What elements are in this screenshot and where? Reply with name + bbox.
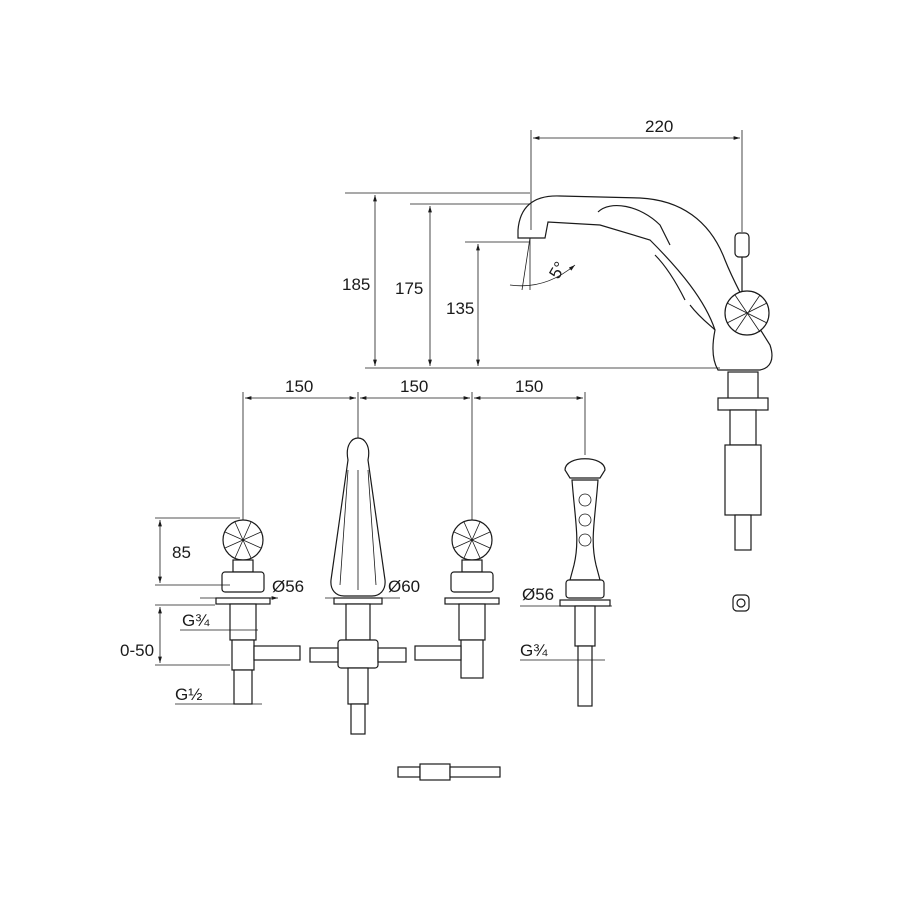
spout-side-view bbox=[517, 195, 773, 551]
deck-thickness-label: 0-50 bbox=[120, 641, 154, 660]
spacing-1-label: 150 bbox=[285, 377, 313, 396]
lower-dimension-lines bbox=[155, 517, 612, 705]
hose-nut-icon bbox=[732, 594, 750, 612]
left-valve bbox=[215, 519, 301, 705]
shower-diameter-label: Ø56 bbox=[522, 585, 554, 604]
height-outlet-label: 135 bbox=[446, 299, 474, 318]
height-spout-label: 175 bbox=[395, 279, 423, 298]
valve-thread-label: G¾ bbox=[182, 611, 210, 630]
hand-shower bbox=[559, 458, 611, 707]
spacing-dimension-lines bbox=[242, 392, 586, 520]
spacing-3-label: 150 bbox=[515, 377, 543, 396]
right-valve bbox=[414, 519, 500, 679]
spout-diameter-label: Ø60 bbox=[388, 577, 420, 596]
height-total-label: 185 bbox=[342, 275, 370, 294]
hose-connector bbox=[397, 763, 501, 781]
top-dimension-lines bbox=[345, 130, 743, 369]
inlet-thread-label: G½ bbox=[175, 685, 202, 704]
shower-thread-label: G¾ bbox=[520, 641, 548, 660]
spout-reach-label: 220 bbox=[645, 117, 673, 136]
valve-diameter-label: Ø56 bbox=[272, 577, 304, 596]
spout-angle-label: 5° bbox=[545, 258, 570, 282]
handle-height-label: 85 bbox=[172, 543, 191, 562]
spacing-2-label: 150 bbox=[400, 377, 428, 396]
